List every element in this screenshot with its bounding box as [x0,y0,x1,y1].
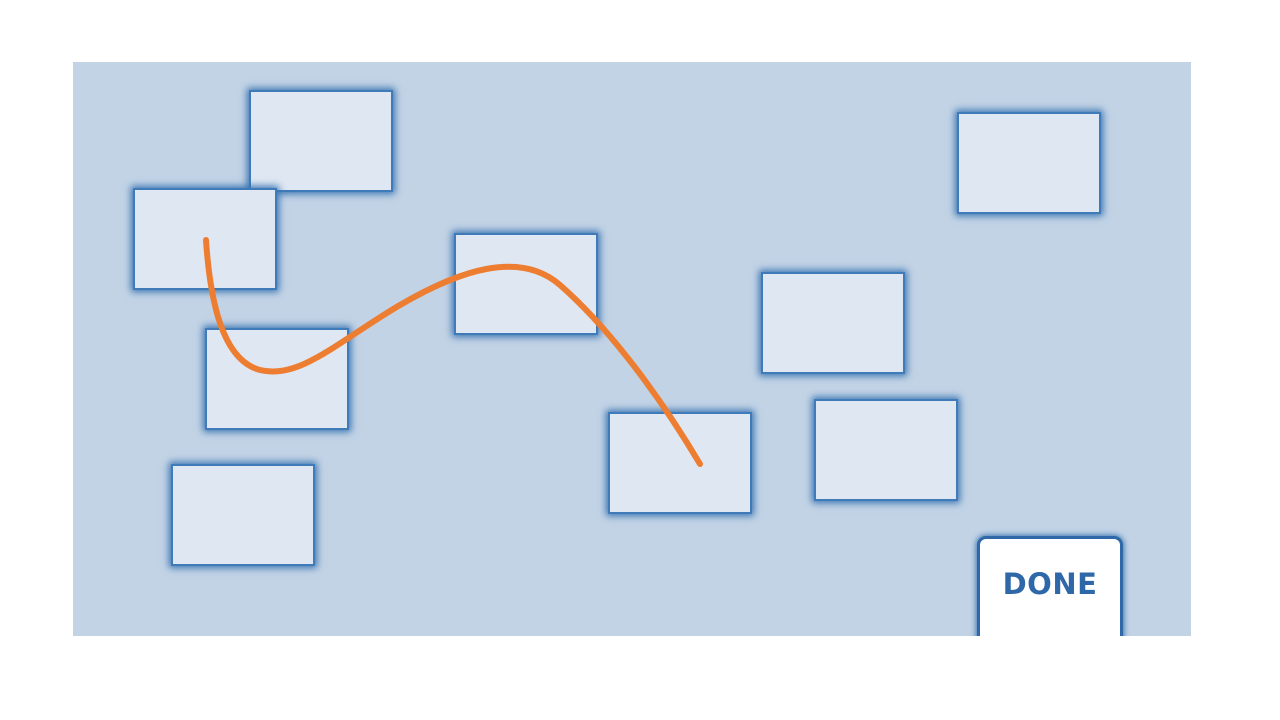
done-button-label: DONE [1002,567,1098,601]
canvas-area: DONE [73,62,1191,636]
tile[interactable] [456,235,596,333]
tile[interactable] [173,466,313,564]
tile[interactable] [135,190,275,288]
tile[interactable] [610,414,750,512]
done-button[interactable]: DONE [980,539,1120,636]
tile[interactable] [251,92,391,190]
tile[interactable] [959,114,1099,212]
tile[interactable] [207,330,347,428]
tile[interactable] [816,401,956,499]
tile[interactable] [763,274,903,372]
